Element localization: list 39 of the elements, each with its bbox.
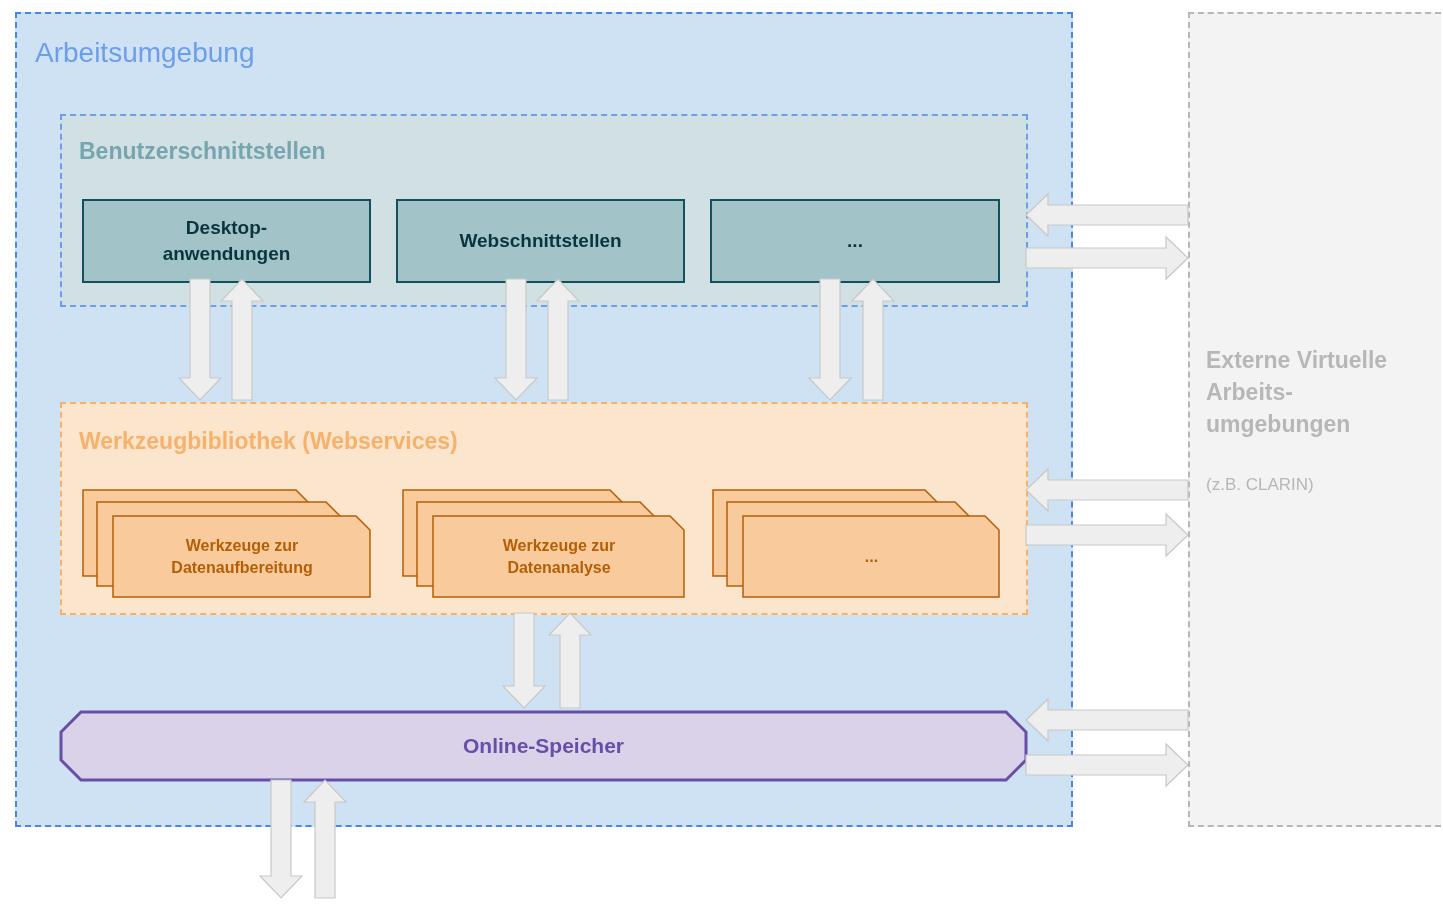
block-arrow (1025, 697, 1189, 743)
block-arrow (1025, 512, 1189, 558)
box-label: Desktop- anwendungen (161, 216, 292, 266)
tool-label: Werkzeuge zur Datenanalyse (501, 536, 617, 578)
tool-library-panel (60, 402, 1028, 615)
box-label: Webschnittstellen (459, 229, 622, 253)
block-arrow (547, 612, 593, 709)
block-arrow (1025, 192, 1189, 238)
block-arrow (501, 612, 547, 709)
block-arrow (258, 779, 304, 899)
block-arrow (302, 779, 348, 899)
block-arrow (535, 278, 581, 401)
block-arrow (177, 278, 223, 401)
tool-label: Werkzeuge zur Datenaufbereitung (170, 536, 314, 578)
panel-title: Arbeitsumgebung (35, 36, 255, 70)
storage-bar (59, 710, 1028, 782)
block-arrow (1025, 742, 1189, 788)
tool-stack (712, 489, 1000, 598)
environment-panel (15, 12, 1073, 827)
external-environment-panel (1188, 12, 1441, 827)
tool-label: ... (864, 547, 879, 567)
block-arrow (807, 278, 853, 401)
layer-title: Benutzerschnittstellen (79, 137, 326, 166)
block-arrow (850, 278, 896, 401)
block-arrow (1025, 235, 1189, 281)
panel-title: Externe Virtuelle Arbeits- umgebungen (1206, 346, 1389, 439)
example-note: (z.B. CLARIN) (1206, 474, 1314, 496)
interface-layer-panel (60, 114, 1028, 307)
tool-stack (402, 489, 685, 598)
layer-title: Werkzeugbibliothek (Webservices) (79, 427, 458, 456)
interface-box (710, 199, 1000, 283)
box-label: ... (847, 229, 863, 253)
block-arrow (219, 278, 265, 401)
tool-stack (82, 489, 371, 598)
interface-box (82, 199, 371, 283)
storage-label: Online-Speicher (462, 733, 624, 760)
interface-box (396, 199, 685, 283)
block-arrow (493, 278, 539, 401)
block-arrow (1025, 467, 1189, 513)
